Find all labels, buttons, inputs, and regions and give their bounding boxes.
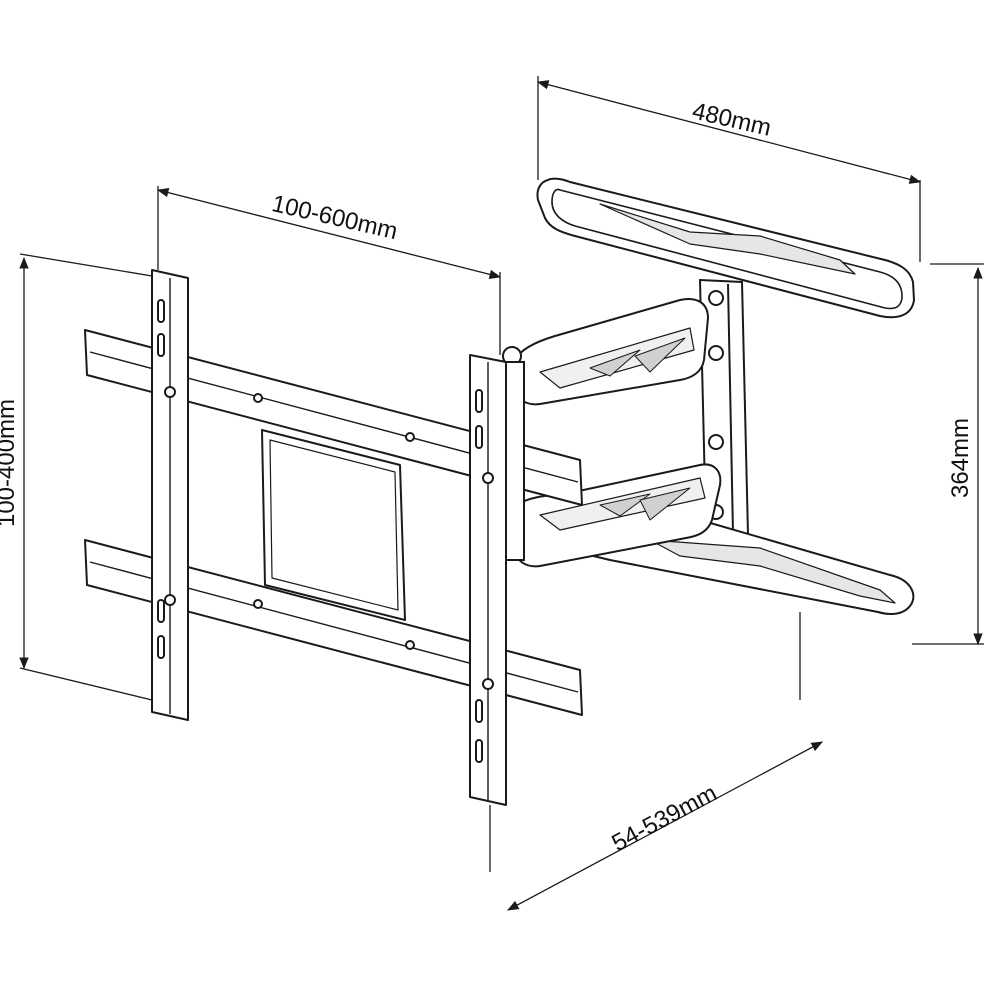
label-54-539mm: 54-539mm xyxy=(607,780,721,858)
label-100-400mm: 100-400mm xyxy=(0,399,20,527)
wall-plate xyxy=(536,177,915,319)
upper-arm xyxy=(514,298,709,406)
lower-arm xyxy=(514,463,915,615)
label-364mm: 364mm xyxy=(947,418,974,498)
tv-bracket xyxy=(84,269,583,806)
pivot-joint xyxy=(502,346,525,561)
dimension-lines xyxy=(19,76,984,911)
label-100-600mm: 100-600mm xyxy=(269,190,400,245)
label-480mm: 480mm xyxy=(690,98,774,142)
